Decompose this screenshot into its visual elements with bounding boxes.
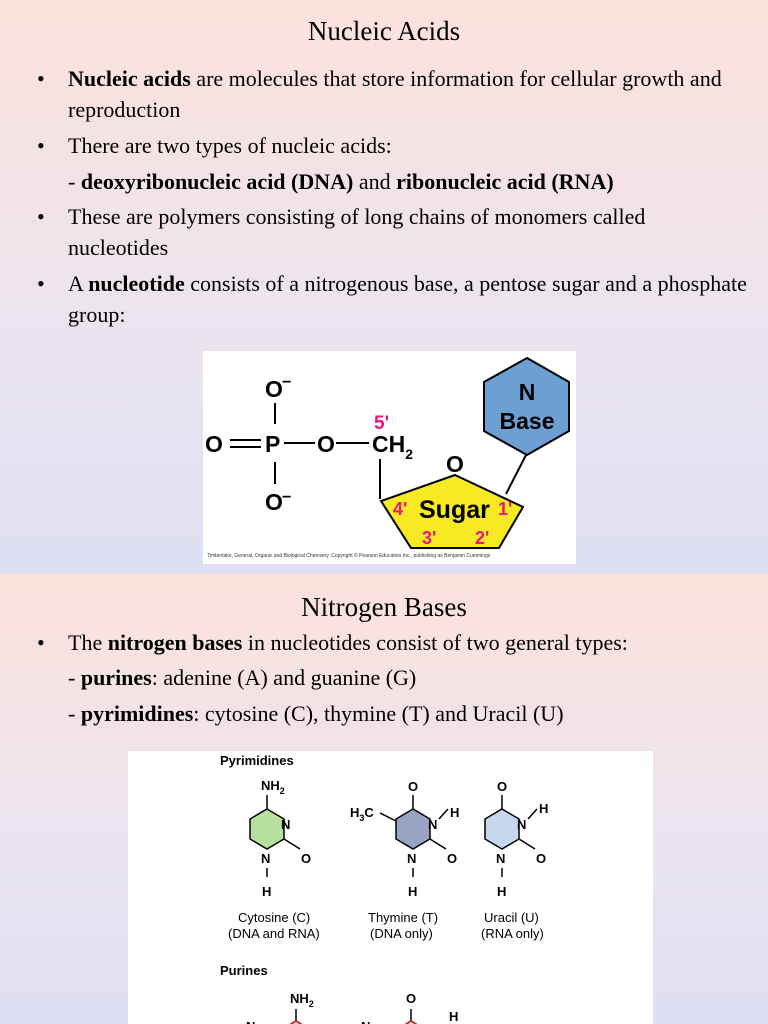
pyrimidines-header: Pyrimidines — [220, 753, 294, 768]
uracil-structure: O N H N O H — [484, 779, 548, 899]
glycosidic-bond — [505, 454, 527, 495]
five-prime-label: 5' — [374, 413, 389, 434]
ch2-group: CH2 — [372, 431, 413, 462]
dash: - — [68, 169, 81, 194]
dna-term: deoxyribonucleic acid (DNA) — [80, 169, 354, 194]
cytosine-structure: NH2 N N O H — [249, 778, 311, 899]
nucleotide-diagram: O − O P O CH2 5' O − O 4' Sugar 1' 3' 2' — [205, 356, 570, 559]
uracil-o: O — [536, 851, 546, 866]
bullet-text-pre: A — [68, 271, 89, 296]
thymine-o: O — [447, 851, 457, 866]
adenine-n-partial: N — [246, 1019, 255, 1024]
thymine-structure: O H3C N H N O H — [350, 779, 459, 899]
dash: - — [68, 701, 81, 726]
figure-credit: Timberlake, General, Organic and Biologi… — [207, 552, 491, 559]
guanine-n-partial: N — [361, 1019, 370, 1024]
slide-title: Nucleic Acids — [307, 16, 461, 46]
sugar-label: Sugar — [419, 496, 490, 524]
four-prime-label: 4' — [393, 499, 407, 519]
adenine-nh2: NH2 — [290, 991, 314, 1009]
bullet-text: These are polymers consisting of long ch… — [68, 204, 646, 260]
cytosine-nh2: NH2 — [261, 778, 285, 796]
phosphate-oxygen-left: O — [205, 431, 223, 457]
bullet-text: are molecules that store information for… — [68, 66, 722, 122]
bullet-polymers: • These are polymers consisting of long … — [37, 201, 748, 263]
charge-minus-bottom: − — [282, 489, 291, 506]
sub-line-purines: - purines: adenine (A) and guanine (G) — [68, 662, 416, 693]
ester-oxygen: O — [317, 431, 335, 457]
pyrimidines-term: pyrimidines — [80, 701, 194, 726]
bullet-nucleotide: • A nucleotide consists of a nitrogenous… — [37, 268, 748, 330]
thymine-o-top: O — [408, 779, 418, 794]
pyrimidines-text: : cytosine (C), thymine (T) and Uracil (… — [193, 701, 564, 726]
thymine-h: H — [408, 884, 417, 899]
base-label: Base — [500, 408, 555, 434]
cytosine-name: Cytosine (C) — [238, 910, 310, 925]
charge-minus-top: − — [282, 374, 291, 391]
base-hexagon — [483, 356, 570, 457]
bold-term: nitrogen bases — [107, 630, 243, 655]
bullet-marker: • — [37, 133, 45, 158]
thymine-n1: N — [407, 851, 416, 866]
phosphorus-atom: P — [265, 431, 280, 457]
sub-line-dna-rna: - deoxyribonucleic acid (DNA) and ribonu… — [68, 166, 614, 197]
purines-term: purines — [80, 665, 152, 690]
bullet-text: in nucleotides consist of two general ty… — [242, 630, 628, 655]
bullet-nucleic-acids-definition: • Nucleic acids are molecules that store… — [37, 63, 748, 125]
dash: - — [68, 665, 81, 690]
and-text: and — [353, 169, 397, 194]
thymine-name: Thymine (T) — [368, 910, 438, 925]
bullet-marker: • — [37, 204, 45, 229]
uracil-note: (RNA only) — [481, 926, 544, 941]
thymine-note: (DNA only) — [370, 926, 433, 941]
cytosine-n3: N — [281, 817, 290, 832]
thymine-h3: H — [450, 805, 459, 820]
uracil-h3: H — [539, 801, 548, 816]
bullet-nitrogen-bases: • The nitrogen bases in nucleotides cons… — [37, 627, 748, 658]
uracil-o-top: O — [497, 779, 507, 794]
slide-nitrogen-bases: Nitrogen Bases • The nitrogen bases in n… — [0, 574, 768, 1024]
thymine-methyl: H3C — [350, 805, 374, 823]
purines-header: Purines — [220, 963, 268, 978]
slide-title: Nitrogen Bases — [301, 592, 467, 622]
bold-term: nucleotide — [88, 271, 185, 296]
guanine-o: O — [406, 991, 416, 1006]
bullet-text: consists of a nitrogenous base, a pentos… — [68, 271, 747, 327]
rna-term: ribonucleic acid (RNA) — [396, 169, 614, 194]
cytosine-n1: N — [261, 851, 270, 866]
uracil-n1: N — [496, 851, 505, 866]
bullet-marker: • — [37, 271, 45, 296]
bullet-two-types: • There are two types of nucleic acids: — [37, 130, 748, 161]
thymine-n3: N — [428, 817, 437, 832]
base-n-label: N — [519, 379, 536, 405]
guanine-h: H — [449, 1009, 458, 1024]
bullet-text-pre: The — [68, 630, 108, 655]
bullet-text: There are two types of nucleic acids: — [68, 133, 392, 158]
uracil-h: H — [497, 884, 506, 899]
uracil-n3: N — [517, 817, 526, 832]
cytosine-o: O — [301, 851, 311, 866]
sub-line-pyrimidines: - pyrimidines: cytosine (C), thymine (T)… — [68, 698, 564, 729]
three-prime-label: 3' — [422, 528, 436, 548]
one-prime-label: 1' — [498, 499, 512, 519]
ring-oxygen: O — [446, 451, 464, 477]
two-prime-label: 2' — [475, 528, 489, 548]
purines-text: : adenine (A) and guanine (G) — [151, 665, 417, 690]
sugar-ring — [379, 473, 525, 549]
bullet-marker: • — [37, 630, 45, 655]
bullet-marker: • — [37, 66, 45, 91]
uracil-name: Uracil (U) — [484, 910, 539, 925]
nitrogen-bases-diagram: Pyrimidines NH2 N N O H Cytosine (C) (DN… — [220, 753, 548, 1024]
bold-term: Nucleic acids — [68, 66, 191, 91]
slide-nucleic-acids: Nucleic Acids • Nucleic acids are molecu… — [0, 0, 768, 574]
cytosine-h: H — [262, 884, 271, 899]
cytosine-note: (DNA and RNA) — [228, 926, 320, 941]
nucleotide-figure: O − O P O CH2 5' O − O 4' Sugar 1' 3' 2' — [203, 351, 576, 564]
nitrogen-bases-figure: Pyrimidines NH2 N N O H Cytosine (C) (DN… — [128, 751, 653, 1024]
phosphate-oxygen-top: O — [265, 376, 283, 402]
phosphate-oxygen-bottom: O — [265, 489, 283, 515]
